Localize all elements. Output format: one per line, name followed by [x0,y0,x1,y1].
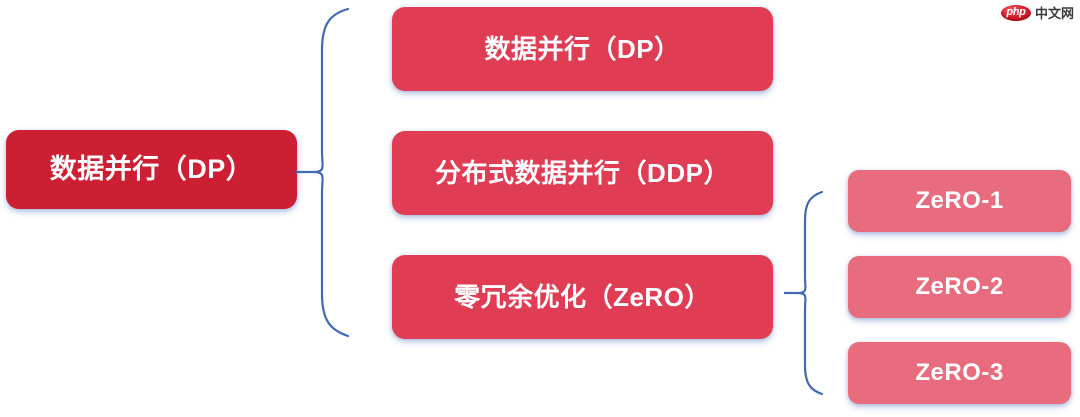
node-leaf-zero-2: ZeRO-2 [848,256,1071,318]
watermark: php 中文网 [1000,3,1074,22]
node-leaf-zero-3: ZeRO-3 [848,342,1071,404]
watermark-site-label: 中文网 [1034,7,1074,22]
php-logo-icon: php [1000,4,1031,21]
node-branch-ddp-label: 分布式数据并行（DDP） [435,157,730,188]
node-leaf-zero-3-label: ZeRO-3 [915,358,1004,386]
sub-brace-connector [784,190,824,396]
node-leaf-zero-1-label: ZeRO-1 [915,186,1004,214]
php-logo-text: php [1006,6,1026,18]
node-branch-zero: 零冗余优化（ZeRO） [392,255,773,339]
node-branch-zero-label: 零冗余优化（ZeRO） [454,281,711,312]
node-root-label: 数据并行（DP） [49,153,254,184]
node-leaf-zero-1: ZeRO-1 [848,170,1071,232]
node-root-data-parallelism: 数据并行（DP） [6,130,297,209]
node-branch-dp: 数据并行（DP） [392,7,773,91]
node-leaf-zero-2-label: ZeRO-2 [915,272,1004,300]
node-branch-ddp: 分布式数据并行（DDP） [392,131,773,215]
node-branch-dp-label: 数据并行（DP） [484,33,681,64]
main-brace-connector [296,7,350,338]
